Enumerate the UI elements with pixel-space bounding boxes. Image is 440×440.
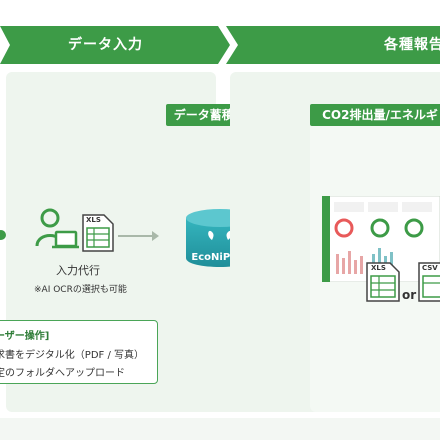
banner-chevrons xyxy=(0,26,440,64)
arrow-head-1 xyxy=(152,231,159,241)
proxy-input-label: 入力代行 xyxy=(56,264,100,277)
database-label: EcoNiPass xyxy=(191,252,249,263)
csv-report-badge: CSV xyxy=(422,264,438,272)
or-text: or xyxy=(402,288,417,302)
emissions-tag: CO2排出量/エネルギ xyxy=(310,104,440,126)
xls-report-icon: XLS xyxy=(366,262,400,306)
ocr-note: ※AI OCRの選択も可能 xyxy=(34,285,127,295)
banner-report-label: 各種報告 xyxy=(384,37,440,53)
process-banner: データ入力 各種報告 xyxy=(0,26,440,64)
xls-report-badge: XLS xyxy=(371,264,386,272)
user-operation-step-2: 定のフォルダへアップロード xyxy=(0,368,125,379)
bottom-band xyxy=(0,418,440,440)
xls-badge: XLS xyxy=(86,216,101,224)
xls-file-icon: XLS xyxy=(82,214,114,256)
user-operation-step-1: 求書をデジタル化（PDF / 写真） xyxy=(0,350,145,361)
arrow-line-1 xyxy=(118,235,154,237)
csv-report-icon: CSV xyxy=(418,262,440,306)
flow-start-dot xyxy=(0,230,6,240)
banner-input-label: データ入力 xyxy=(68,37,143,53)
user-operation-box: ーザー操作] 求書をデジタル化（PDF / 写真） 定のフォルダへアップロード xyxy=(0,320,158,384)
operator-icon xyxy=(35,208,79,249)
user-operation-title: ーザー操作] xyxy=(0,331,50,342)
